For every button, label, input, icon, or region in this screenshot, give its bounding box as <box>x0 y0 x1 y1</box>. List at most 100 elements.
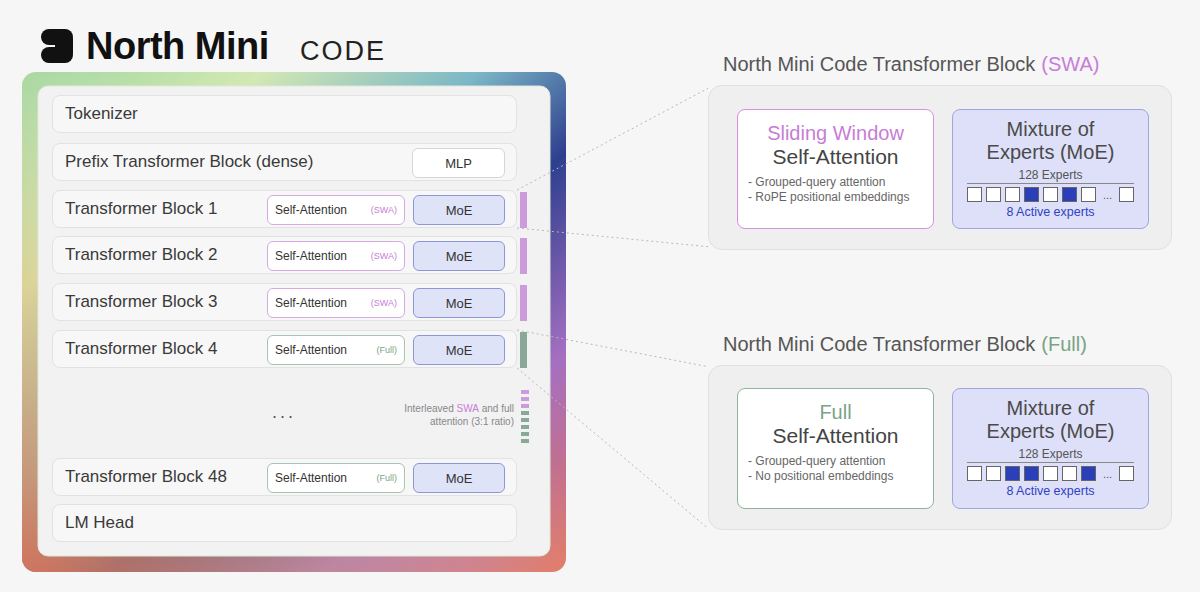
subtitle: CODE <box>300 36 386 67</box>
attention-type: (SWA) <box>371 251 397 261</box>
expert-square <box>1062 466 1077 481</box>
panel-title: North Mini Code Transformer Block <box>723 53 1035 76</box>
panel-heading: North Mini Code Transformer Block (SWA) <box>723 53 1099 76</box>
zoom-connector <box>517 88 708 190</box>
gradient-frame-overlay <box>22 72 566 572</box>
expert-square <box>986 466 1001 481</box>
expert-square <box>967 466 982 481</box>
layer-row: Transformer Block 48 Self-Attention (Full)… <box>52 458 517 496</box>
layer-name: Tokenizer <box>65 104 138 124</box>
block-name: MoE <box>446 296 473 311</box>
attention-name: Self-Attention <box>275 343 347 357</box>
attention-type: (Full) <box>377 473 398 483</box>
detail-panel: North Mini Code Transformer Block(SWA)Sl… <box>708 85 1172 250</box>
attention-box: Self-Attention (Full) <box>267 463 405 493</box>
expert-square <box>1024 466 1039 481</box>
expert-row: ... <box>967 183 1134 202</box>
block-name: MoE <box>446 343 473 358</box>
attention-box: Self-Attention (Full) <box>267 335 405 365</box>
attention-title: Self-Attention <box>772 424 898 448</box>
expert-square <box>1062 187 1077 202</box>
expert-square <box>1024 187 1039 202</box>
moe-box: MoE <box>413 463 505 493</box>
panel-heading: North Mini Code Transformer Block (Full) <box>723 333 1087 356</box>
layer-row: Transformer Block 1 Self-Attention (SWA) Mo… <box>52 190 517 228</box>
layer-row: Transformer Block 2 Self-Attention (SWA) Mo… <box>52 236 517 274</box>
moe-detail-box: Mixture of Experts (MoE) 128 Experts... 8 … <box>952 109 1149 229</box>
zoom-connector <box>517 228 708 247</box>
expert-count: 128 Experts <box>1018 447 1082 461</box>
layer-name: LM Head <box>65 513 134 533</box>
interleave-note: InterleavedSWAand full attention (3:1 ra… <box>398 402 514 428</box>
layer-name: Transformer Block 48 <box>65 467 227 487</box>
panel-variant: (SWA) <box>1041 53 1099 76</box>
bullet: - Grouped-query attention <box>748 175 925 190</box>
attention-bars <box>520 192 529 443</box>
attention-detail-box: Sliding WindowSelf-Attention- Grouped-qu… <box>737 109 934 229</box>
bullet-list: - Grouped-query attention- RoPE position… <box>738 169 933 205</box>
attention-type: (SWA) <box>371 205 397 215</box>
expert-square <box>1005 187 1020 202</box>
expert-square <box>1081 187 1096 202</box>
zoom-connector <box>517 368 708 528</box>
layer-row: Transformer Block 3 Self-Attention (SWA) Mo… <box>52 283 517 321</box>
layer-name: Prefix Transformer Block (dense) <box>65 152 313 172</box>
attention-name: Self-Attention <box>275 249 347 263</box>
expert-count: 128 Experts <box>1018 168 1082 182</box>
expert-square <box>1043 187 1058 202</box>
ellipsis: ... <box>272 402 296 423</box>
layer-row: LM Head <box>52 504 517 542</box>
moe-title: Mixture of Experts (MoE) <box>971 118 1131 164</box>
attention-name: Self-Attention <box>275 471 347 485</box>
panel-variant: (Full) <box>1041 333 1087 356</box>
gradient-frame <box>22 72 566 572</box>
moe-box: MoE <box>413 288 505 318</box>
moe-box: MoE <box>413 241 505 271</box>
attention-type: (Full) <box>377 345 398 355</box>
layer-name: Transformer Block 2 <box>65 245 217 265</box>
layer-name: Transformer Block 4 <box>65 339 217 359</box>
expert-square <box>1081 466 1096 481</box>
active-count: 8 Active experts <box>1006 205 1094 219</box>
bullet-list: - Grouped-query attention- No positional… <box>738 448 933 484</box>
moe-title: Mixture of Experts (MoE) <box>971 397 1131 443</box>
layer-row: Transformer Block 4 Self-Attention (Full) M… <box>52 330 517 368</box>
note: SWA <box>457 403 479 414</box>
attention-box: Self-Attention (SWA) <box>267 288 405 318</box>
zoom-connector <box>517 330 708 367</box>
layer-name: Transformer Block 3 <box>65 292 217 312</box>
attention-type: (SWA) <box>371 298 397 308</box>
active-count: 8 Active experts <box>1006 484 1094 498</box>
expert-square <box>986 187 1001 202</box>
layer-name: Transformer Block 1 <box>65 199 217 219</box>
attention-kind: Sliding Window <box>767 122 904 145</box>
note: Interleaved <box>404 403 453 414</box>
attention-title: Self-Attention <box>772 145 898 169</box>
expert-square <box>1005 466 1020 481</box>
expert-square <box>1119 466 1134 481</box>
attention-detail-box: FullSelf-Attention- Grouped-query attent… <box>737 388 934 509</box>
ellipsis: ... <box>1103 468 1112 480</box>
attention-box: Self-Attention (SWA) <box>267 241 405 271</box>
ellipsis: ... <box>1103 189 1112 201</box>
title: North Mini <box>86 25 269 68</box>
bullet: - No positional embeddings <box>748 469 925 484</box>
attention-kind: Full <box>819 401 851 424</box>
attention-name: Self-Attention <box>275 296 347 310</box>
detail-panel: North Mini Code Transformer Block(Full)F… <box>708 365 1172 530</box>
panel-title: North Mini Code Transformer Block <box>723 333 1035 356</box>
moe-detail-box: Mixture of Experts (MoE) 128 Experts... 8 … <box>952 388 1149 509</box>
moe-box: MoE <box>413 195 505 225</box>
attention-name: Self-Attention <box>275 203 347 217</box>
layer-row: Prefix Transformer Block (dense)MLP <box>52 143 517 181</box>
attention-box: Self-Attention (SWA) <box>267 195 405 225</box>
expert-square <box>1043 466 1058 481</box>
block-name: MoE <box>446 249 473 264</box>
inner-panel <box>38 86 550 556</box>
expert-square <box>967 187 982 202</box>
block-name: MoE <box>446 203 473 218</box>
bullet: - Grouped-query attention <box>748 454 925 469</box>
expert-square <box>1119 187 1134 202</box>
moe-box: MoE <box>413 335 505 365</box>
block-name: MoE <box>446 471 473 486</box>
